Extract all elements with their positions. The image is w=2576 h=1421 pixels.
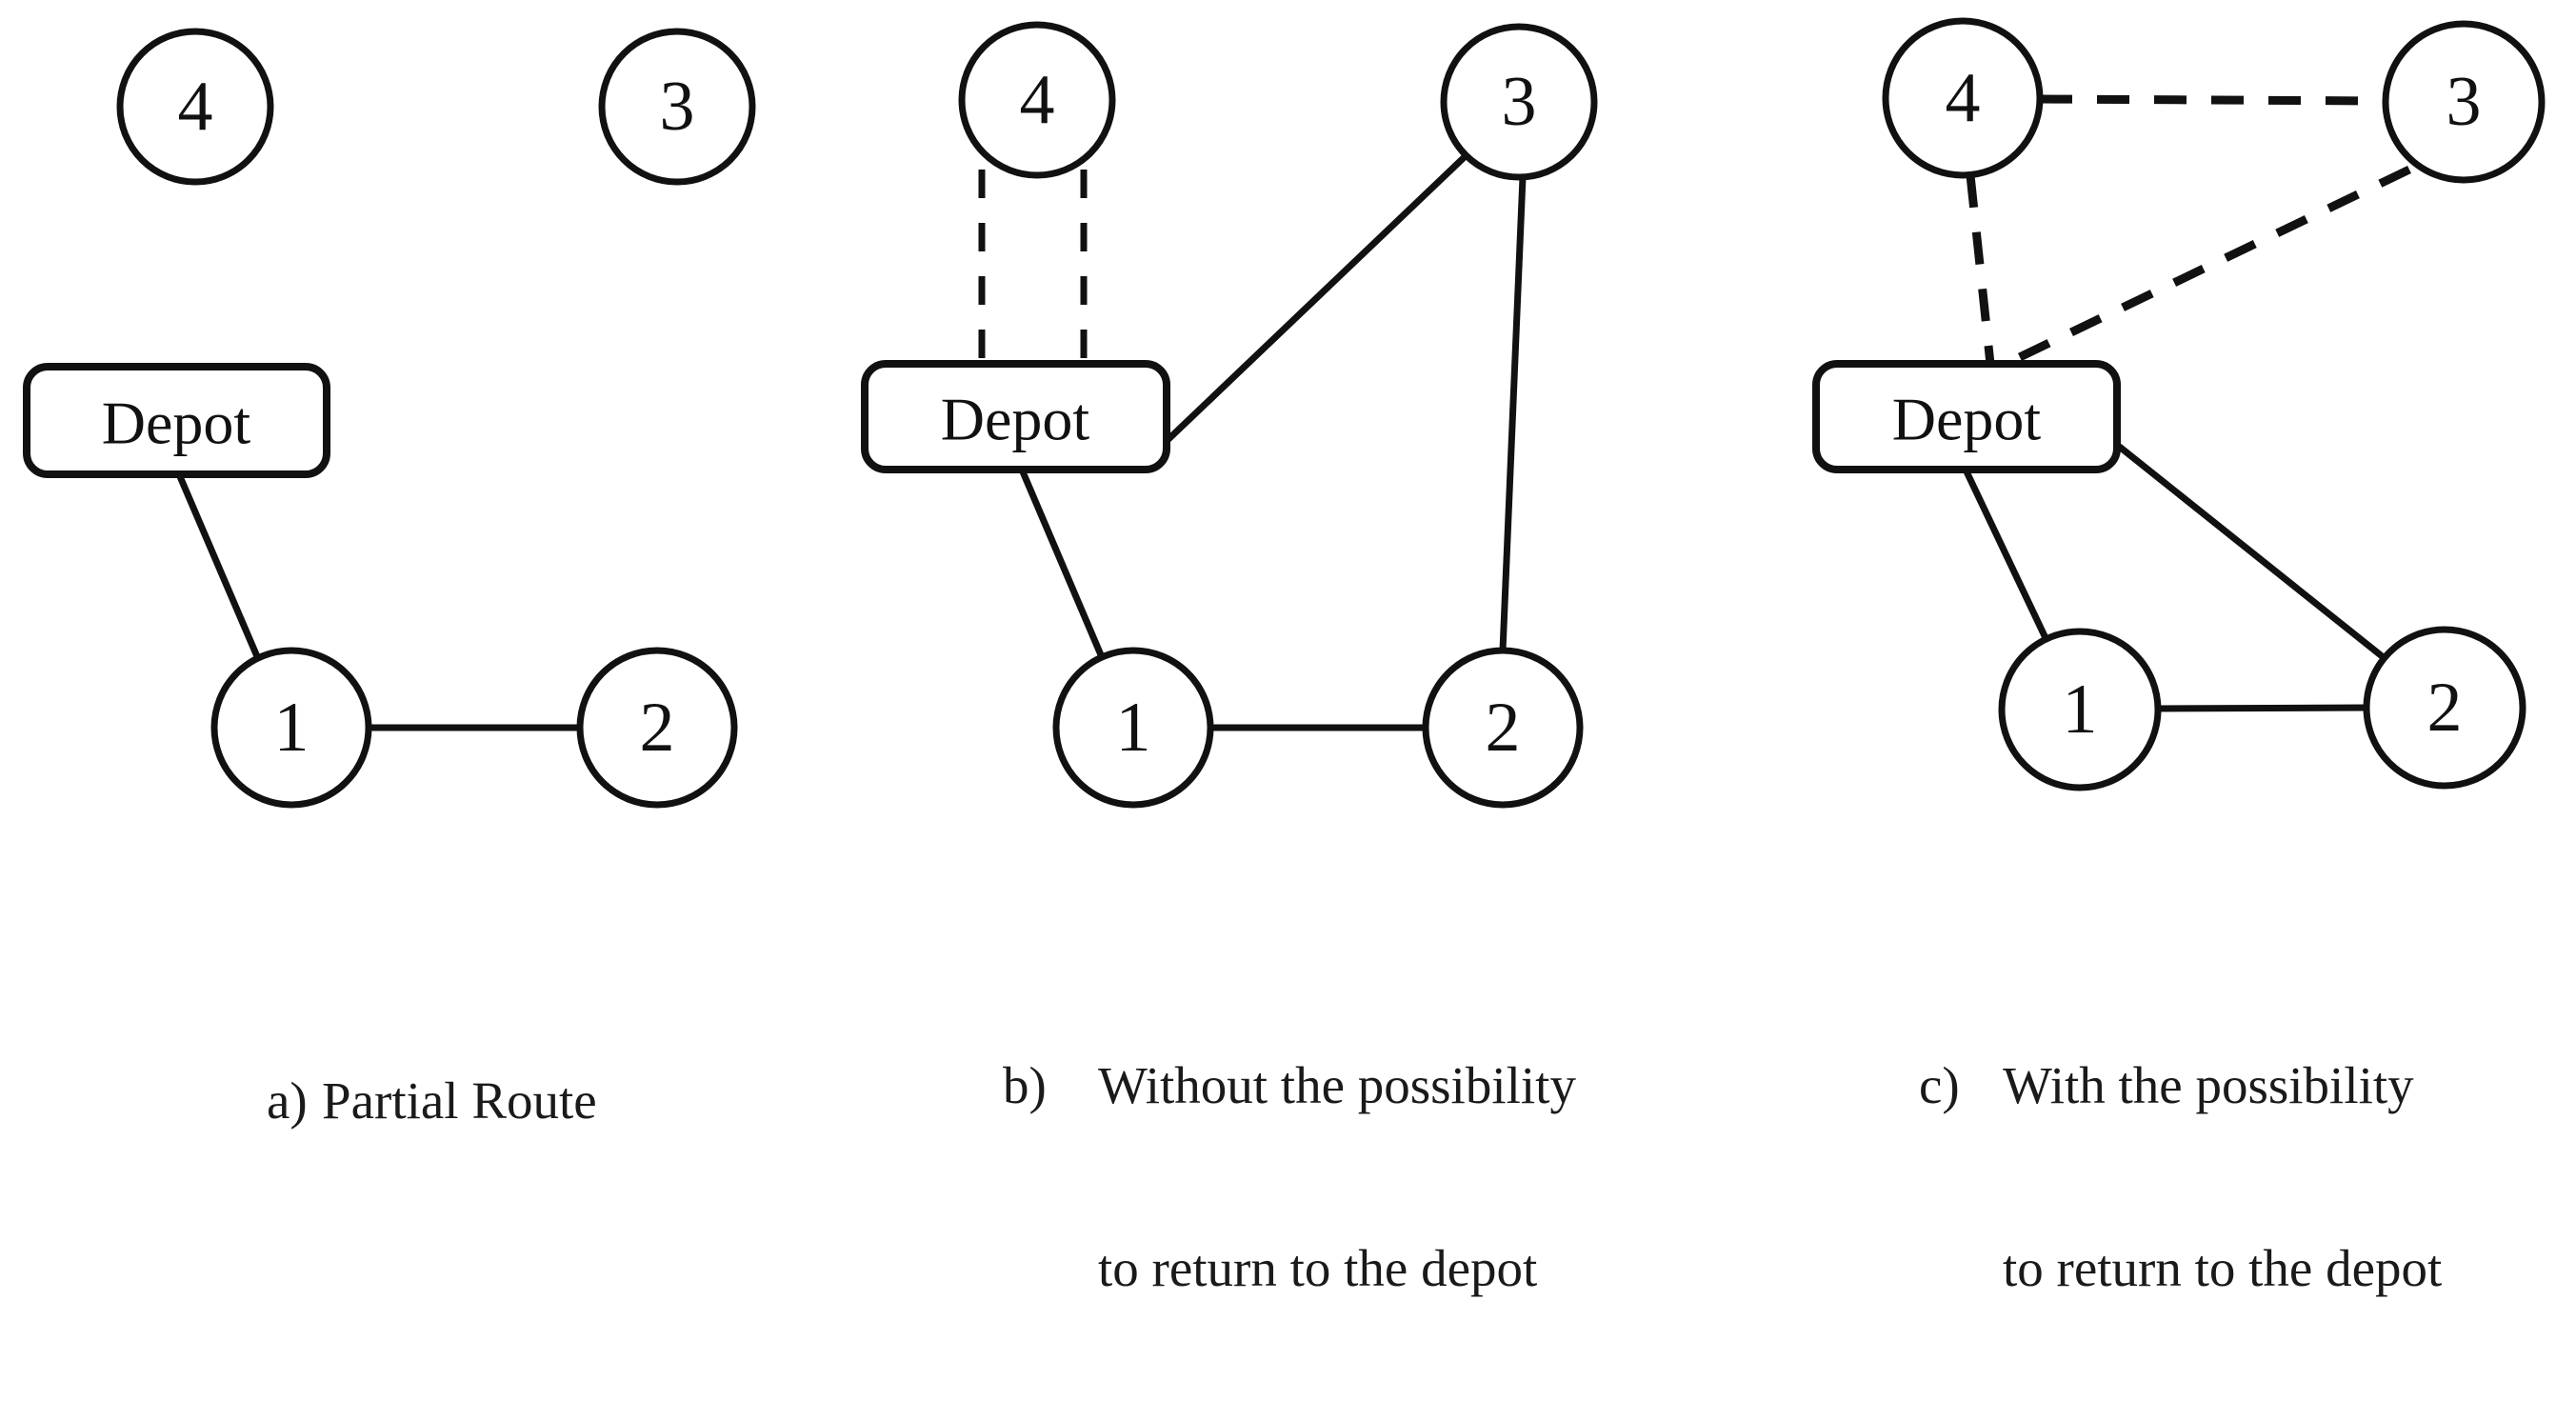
depot-c-box[interactable]	[1812, 360, 2121, 473]
caption-b-tag-spacer	[1003, 1238, 1098, 1299]
caption-panel-b: b) Without the possibility to return to …	[1003, 933, 1576, 1421]
caption-c-line-2: to return to the depot	[1919, 1238, 2442, 1299]
panel-c: 4 3 Depot 1 2	[1812, 17, 2546, 791]
node-a-1-label: 1	[274, 689, 310, 767]
caption-panel-a: a) Partial Route	[267, 949, 597, 1253]
panel-a: 4 3 Depot 1 2	[23, 28, 756, 809]
node-b-1-label: 1	[1116, 689, 1151, 767]
caption-b-text-1: Without the possibility	[1098, 1056, 1576, 1114]
caption-c-tag-spacer	[1919, 1238, 2003, 1299]
caption-b-line-2: to return to the depot	[1003, 1238, 1576, 1299]
node-b-2-label: 2	[1486, 689, 1521, 767]
edge-c-4-3	[2039, 94, 2386, 106]
edge-a-depot-1	[175, 470, 263, 665]
caption-c-line-1: c) With the possibility	[1919, 1055, 2442, 1116]
node-a-2[interactable]	[576, 647, 738, 809]
node-c-4-label: 4	[1946, 59, 1981, 137]
node-c-1-label: 1	[2063, 670, 2098, 749]
node-b-3-label: 3	[1502, 63, 1537, 141]
node-b-4[interactable]	[958, 21, 1116, 179]
node-a-4-label: 4	[178, 68, 213, 146]
node-a-3[interactable]	[598, 28, 756, 186]
node-a-3-label: 3	[660, 68, 695, 146]
edge-c-depot-2	[2113, 441, 2385, 659]
node-c-3-label: 3	[2446, 63, 2482, 141]
figure-canvas: 4 3 Depot 1 2 4 3 Depot 1	[23, 17, 2546, 1297]
route-diagram-svg: 4 3 Depot 1 2 4 3 Depot 1	[23, 17, 2546, 809]
node-a-1[interactable]	[210, 647, 372, 809]
node-b-3[interactable]	[1440, 23, 1598, 181]
node-a-4[interactable]	[116, 28, 274, 186]
node-c-4[interactable]	[1882, 17, 2044, 179]
edge-b-depot-1	[1018, 466, 1106, 661]
node-b-4-label: 4	[1020, 61, 1055, 139]
panel-b: 4 3 Depot 1 2	[861, 21, 1598, 809]
edge-b-depot-3	[1163, 147, 1475, 445]
depot-b-box[interactable]	[861, 360, 1170, 473]
caption-b-tag: b)	[1003, 1056, 1047, 1114]
node-a-2-label: 2	[640, 689, 675, 767]
caption-c-tag: c)	[1919, 1056, 1960, 1114]
edge-c-1-2	[2154, 704, 2370, 712]
node-c-3[interactable]	[2382, 20, 2546, 184]
node-c-2-label: 2	[2427, 669, 2463, 747]
node-c-1[interactable]	[1998, 628, 2162, 791]
depot-c-label: Depot	[1892, 386, 2042, 453]
depot-b-label: Depot	[941, 386, 1090, 453]
node-c-2[interactable]	[2363, 626, 2526, 790]
node-b-1[interactable]	[1052, 647, 1214, 809]
edge-c-3-depot	[1998, 165, 2411, 371]
depot-a-label: Depot	[102, 390, 251, 457]
node-b-2[interactable]	[1422, 647, 1584, 809]
caption-a-line-1: a) Partial Route	[267, 1071, 597, 1131]
caption-a-tag: a)	[267, 1071, 308, 1130]
depot-a-box[interactable]	[23, 363, 330, 478]
edge-b-3-2	[1499, 173, 1527, 654]
caption-panel-c: c) With the possibility to return to the…	[1919, 933, 2442, 1421]
edge-c-4-depot	[1966, 174, 1995, 365]
caption-c-text-2: to return to the depot	[2003, 1239, 2443, 1297]
edge-c-depot-1	[1962, 466, 2050, 644]
caption-c-text-1: With the possibility	[2003, 1056, 2414, 1114]
caption-b-line-1: b) Without the possibility	[1003, 1055, 1576, 1116]
caption-a-text-1: Partial Route	[322, 1071, 597, 1130]
caption-b-text-2: to return to the depot	[1098, 1239, 1538, 1297]
